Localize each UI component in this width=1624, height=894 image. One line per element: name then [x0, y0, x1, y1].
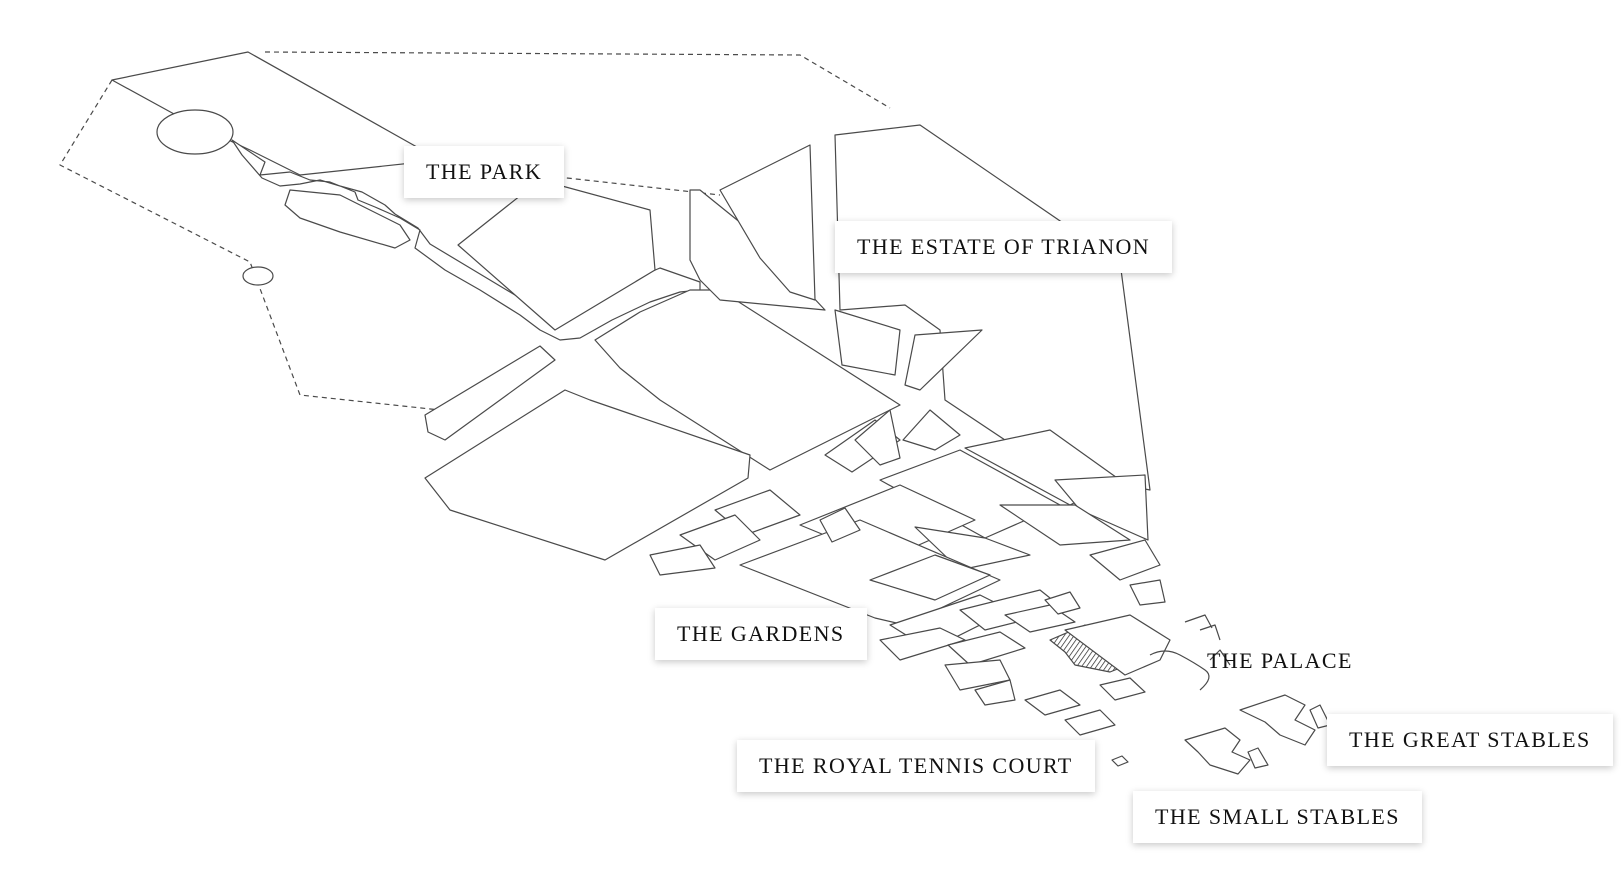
palace-outbuildings — [1025, 615, 1230, 735]
garden-beds — [740, 508, 1165, 705]
royal-tennis-court-building — [1112, 756, 1128, 766]
park-boundary-dashed — [60, 52, 890, 410]
label-the-small-stables[interactable]: THE SMALL STABLES — [1133, 791, 1422, 843]
grand-canal — [112, 52, 700, 340]
label-the-royal-tennis-court[interactable]: THE ROYAL TENNIS COURT — [737, 740, 1095, 792]
label-the-park[interactable]: THE PARK — [404, 146, 565, 198]
palace-building — [1050, 615, 1209, 690]
label-the-great-stables[interactable]: THE GREAT STABLES — [1327, 714, 1613, 766]
park-blocks-upper — [425, 125, 1150, 490]
great-stables-building — [1240, 695, 1330, 745]
label-the-palace[interactable]: THE PALACE — [1207, 648, 1353, 673]
label-the-estate-of-trianon[interactable]: THE ESTATE OF TRIANON — [835, 221, 1173, 273]
park-blocks-mid — [425, 390, 1148, 575]
label-the-gardens[interactable]: THE GARDENS — [655, 608, 867, 660]
small-stables-building — [1185, 728, 1268, 774]
